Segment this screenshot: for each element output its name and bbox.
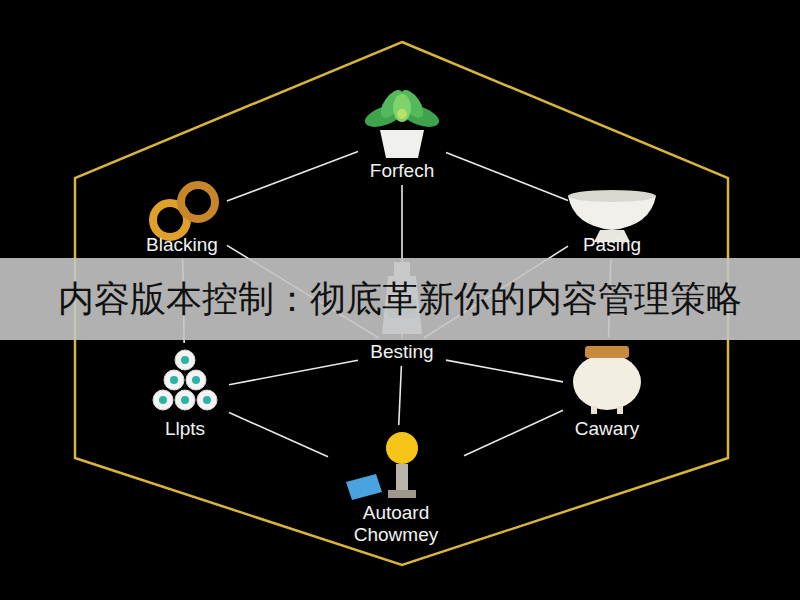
icon-node: Besting bbox=[361, 341, 443, 363]
connector-line bbox=[446, 152, 568, 200]
connector-line bbox=[229, 360, 358, 384]
node-label: Autoard Chowmey bbox=[331, 502, 461, 546]
icon-node: Cawary bbox=[566, 340, 648, 440]
jar-icon bbox=[573, 346, 641, 414]
node-label: Forfech bbox=[370, 160, 434, 182]
tiles-icon bbox=[153, 350, 217, 410]
node-label: Pasing bbox=[583, 234, 641, 256]
icon-node: Llpts bbox=[144, 346, 226, 440]
succulent-icon bbox=[362, 86, 442, 158]
title: 内容版本控制：彻底革新你的内容管理策略 bbox=[58, 275, 742, 324]
connector-line bbox=[464, 410, 563, 456]
connector-line bbox=[229, 413, 328, 457]
rings-icon bbox=[153, 185, 215, 237]
connector-line bbox=[446, 360, 563, 382]
icon-node: Autoard Chowmey bbox=[331, 428, 461, 546]
icon-node: Pasing bbox=[571, 180, 653, 256]
title-banner: 内容版本控制：彻底革新你的内容管理策略 bbox=[0, 258, 800, 340]
lamp-icon bbox=[346, 432, 418, 500]
connector-line bbox=[227, 152, 358, 201]
icon-node: Blacking bbox=[140, 180, 224, 256]
node-label: Llpts bbox=[165, 418, 205, 440]
icon-node: Forfech bbox=[361, 88, 443, 182]
node-label: Cawary bbox=[575, 418, 639, 440]
node-label: Blacking bbox=[146, 234, 218, 256]
connector-line bbox=[399, 366, 402, 425]
node-label: Besting bbox=[370, 341, 433, 363]
